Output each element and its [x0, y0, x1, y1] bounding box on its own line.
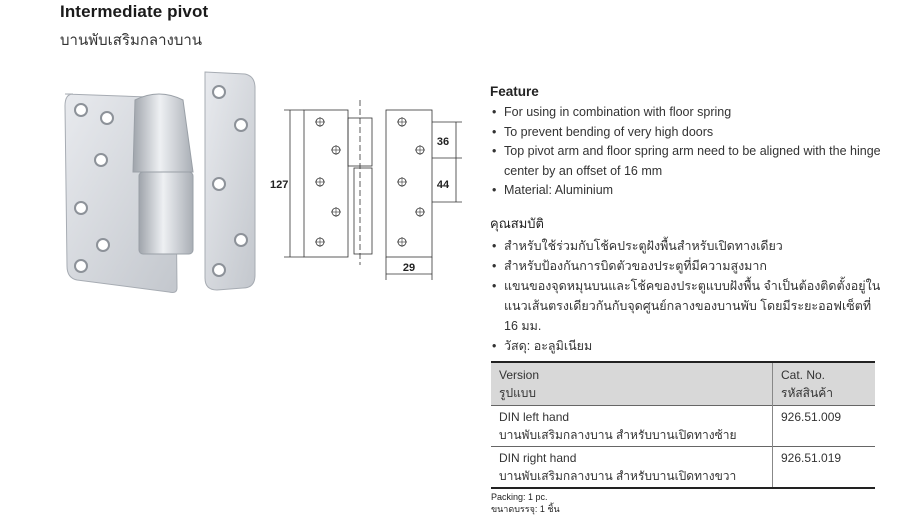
version-cell: DIN right hand บานพับเสริมกลางบาน สำหรับ… — [491, 447, 773, 489]
feature-list: For using in combination with floor spri… — [490, 103, 882, 201]
page-title: Intermediate pivot — [60, 2, 209, 21]
feature-item: Top pivot arm and floor spring arm need … — [490, 142, 882, 181]
header-version-en: Version — [499, 368, 540, 382]
cat-no-cell: 926.51.009 — [772, 405, 875, 447]
cat-no-cell: 926.51.019 — [772, 446, 875, 488]
thai-feature-item: สำหรับใช้ร่วมกับโช้คประตูฝังพื้นสำหรับเป… — [490, 236, 882, 256]
spec-table: Version รูปแบบ Cat. No. รหัสสินค้า DIN l… — [491, 361, 875, 489]
hinge-product-image — [64, 71, 256, 293]
version-en: DIN left hand — [499, 410, 570, 424]
feature-heading: Feature — [490, 84, 539, 99]
header-cat-en: Cat. No. — [781, 368, 826, 382]
feature-item: To prevent bending of very high doors — [490, 123, 882, 143]
version-th: บานพับเสริมกลางบาน สำหรับบานเปิดทางซ้าย — [499, 428, 737, 442]
thai-feature-item: วัสดุ: อะลูมิเนียม — [490, 336, 882, 356]
dim-height-label: 127 — [270, 179, 288, 191]
packing-info: Packing: 1 pc. ขนาดบรรจุ: 1 ชิ้น — [491, 491, 560, 515]
dim-width-label: 29 — [403, 262, 415, 274]
page-subtitle: บานพับเสริมกลางบาน — [60, 32, 203, 49]
version-th: บานพับเสริมกลางบาน สำหรับบานเปิดทางขวา — [499, 469, 737, 483]
thai-feature-item: สำหรับป้องกันการบิดตัวของประตูที่มีความส… — [490, 256, 882, 276]
header-version: Version รูปแบบ — [491, 362, 773, 406]
feature-item: Material: Aluminium — [490, 181, 882, 201]
dim-top-label: 36 — [437, 136, 449, 148]
packing-en: Packing: 1 pc. — [491, 492, 548, 502]
version-cell: DIN left hand บานพับเสริมกลางบาน สำหรับบ… — [491, 406, 773, 447]
header-cat-th: รหัสสินค้า — [781, 386, 833, 400]
table-row: DIN left hand บานพับเสริมกลางบาน สำหรับบ… — [491, 405, 875, 447]
thai-feature-heading: คุณสมบัติ — [490, 215, 544, 231]
version-en: DIN right hand — [499, 451, 577, 465]
table-header-row: Version รูปแบบ Cat. No. รหัสสินค้า — [491, 362, 875, 406]
technical-drawing: 127 36 44 29 — [270, 100, 462, 280]
feature-item: For using in combination with floor spri… — [490, 103, 882, 123]
packing-th: ขนาดบรรจุ: 1 ชิ้น — [491, 504, 560, 514]
thai-feature-item: แขนของจุดหมุนบนและโช้คของประตูแบบฝังพื้น… — [490, 276, 882, 336]
dim-mid-label: 44 — [437, 179, 450, 191]
thai-feature-list: สำหรับใช้ร่วมกับโช้คประตูฝังพื้นสำหรับเป… — [490, 236, 882, 356]
feature-section: Feature For using in combination with fl… — [490, 84, 882, 356]
table-row: DIN right hand บานพับเสริมกลางบาน สำหรับ… — [491, 446, 875, 489]
header-version-th: รูปแบบ — [499, 386, 537, 400]
header-cat: Cat. No. รหัสสินค้า — [772, 362, 875, 406]
